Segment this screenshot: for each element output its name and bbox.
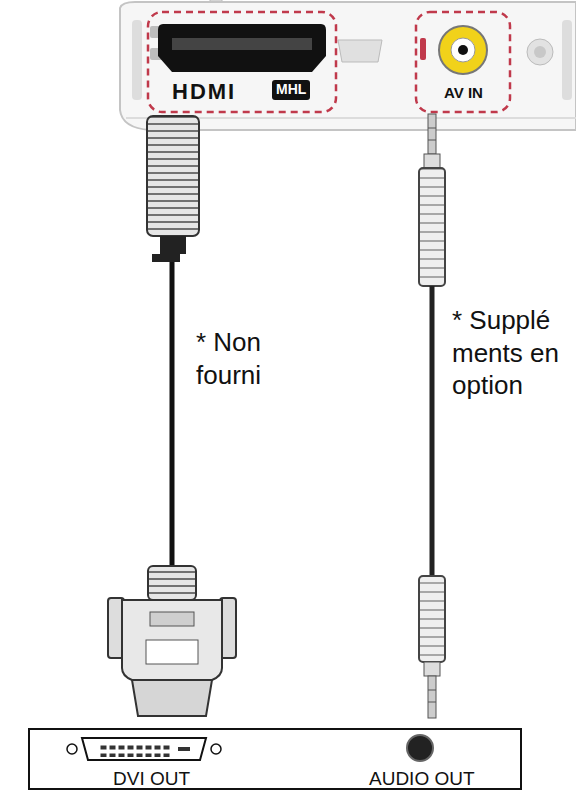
hdmi-cable [147, 116, 199, 572]
port-label: AV IN [444, 84, 483, 103]
projector-body [120, 0, 576, 130]
audio-cable [419, 114, 445, 718]
mhl-logo: MHL [272, 80, 310, 100]
hdmi-logo: HDMI [172, 78, 236, 106]
source-device-box: DVI OUT AUDIO OUT [28, 728, 522, 790]
av-in-port [416, 12, 510, 112]
port-label: DVI OUT [113, 768, 190, 790]
note-text: * Supplé ments en option [452, 304, 568, 402]
dvi-connector [108, 566, 236, 716]
audio-out-port [407, 735, 433, 761]
port-label: AUDIO OUT [369, 768, 475, 790]
note-text: * Non fourni [196, 326, 308, 391]
hdmi-port [148, 12, 336, 112]
dvi-out-port [67, 738, 221, 760]
